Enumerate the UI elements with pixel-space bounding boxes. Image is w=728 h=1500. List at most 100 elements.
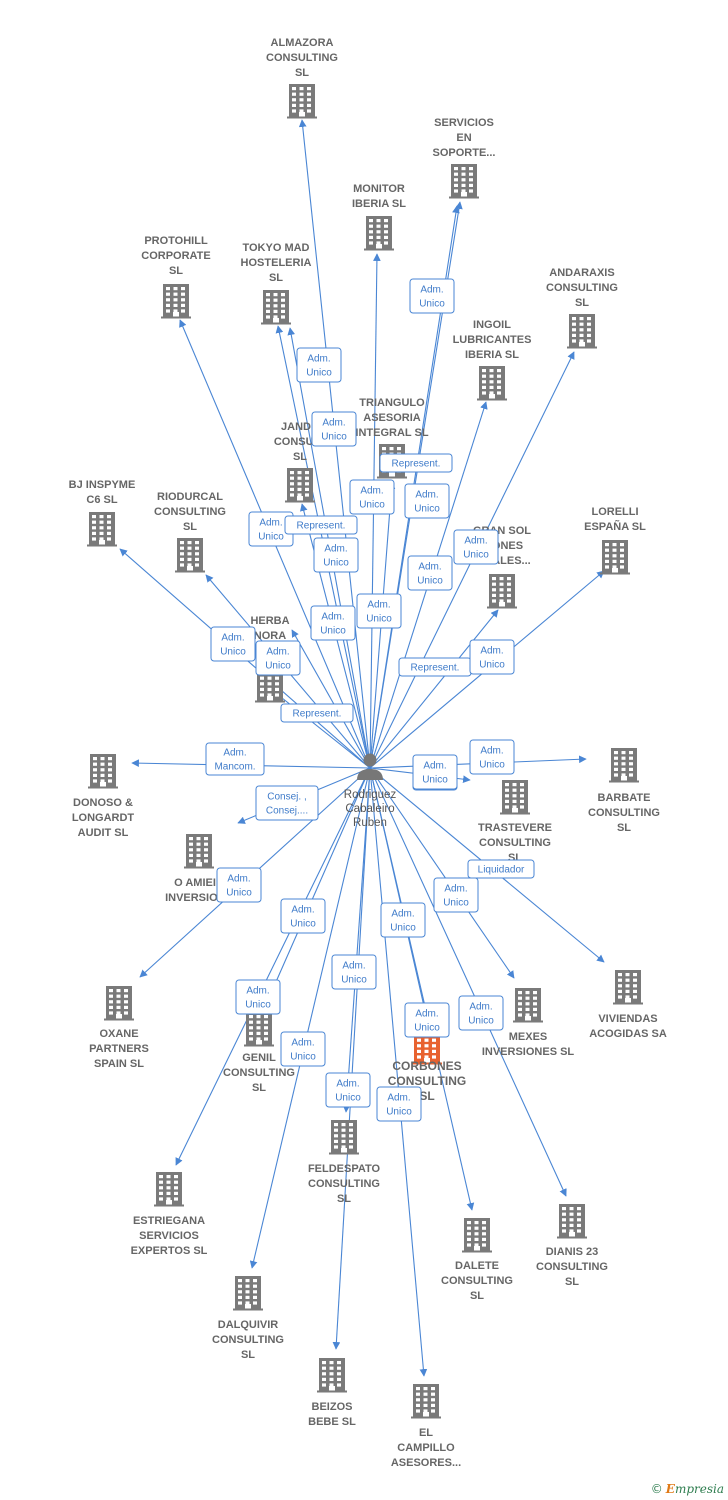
role-badge[interactable]: Adm.Unico xyxy=(331,954,377,990)
role-label: Consej.... xyxy=(266,806,308,817)
role-badge[interactable]: Adm.Mancom. xyxy=(205,742,265,776)
company-name-line: HOSTELERIA xyxy=(241,257,312,269)
company-node-elcampillo[interactable]: ELCAMPILLOASESORES... xyxy=(391,1384,461,1469)
role-badge[interactable]: Adm.Unico xyxy=(433,877,479,913)
role-badge[interactable]: Adm.Unico xyxy=(325,1072,371,1108)
role-badge[interactable]: Adm.Unico xyxy=(376,1086,422,1122)
role-badge[interactable]: Adm.Unico xyxy=(409,278,455,314)
role-badge[interactable]: Adm.Unico xyxy=(458,995,504,1031)
role-badge[interactable]: Adm.Unico xyxy=(311,411,357,447)
role-badge[interactable]: Adm. Unico xyxy=(404,483,450,519)
role-label: Unico xyxy=(265,661,291,672)
building-icon xyxy=(567,314,597,349)
role-badge[interactable]: Adm.Unico xyxy=(216,867,262,903)
role-label: Unico xyxy=(479,660,505,671)
role-label: Adm. xyxy=(415,1009,438,1020)
role-label: Adm. xyxy=(367,600,390,611)
role-label: Adm. xyxy=(420,285,443,296)
person-icon xyxy=(357,753,383,780)
company-node-servicios[interactable]: SERVICIOSENSOPORTE... xyxy=(433,117,496,199)
role-badge[interactable]: Adm.Unico xyxy=(453,529,499,565)
company-name-line: BEBE SL xyxy=(308,1416,356,1428)
company-name-line: IBERIA SL xyxy=(465,349,519,361)
copyright-footer[interactable]: ©Empresia xyxy=(651,1482,724,1496)
role-label: Unico xyxy=(323,558,349,569)
company-name-line: SL xyxy=(241,1349,255,1361)
company-name-line: PROTOHILL xyxy=(144,235,208,247)
role-badge[interactable]: Represent. xyxy=(284,515,358,535)
role-badge[interactable]: Consej. ,Consej.... xyxy=(255,785,319,821)
role-badge[interactable]: Adm.Unico xyxy=(235,979,281,1015)
role-badge[interactable]: Adm. Unico xyxy=(313,537,359,573)
copyright-icon: © xyxy=(650,1482,663,1496)
role-badge[interactable]: Liquidador xyxy=(467,859,535,879)
role-badge[interactable]: Adm.Unico xyxy=(412,754,458,790)
role-badge[interactable]: Adm.Unico xyxy=(210,626,256,662)
company-name-line: ESPAÑA SL xyxy=(584,520,646,533)
role-badge[interactable]: Adm.Unico xyxy=(380,902,426,938)
role-badge[interactable]: Adm.Unico xyxy=(356,593,402,629)
company-name-line: DALETE xyxy=(455,1260,499,1272)
role-badge[interactable]: Adm.Unico xyxy=(280,1031,326,1067)
role-badge[interactable]: Represent. xyxy=(280,703,354,723)
role-label: Unico xyxy=(414,1023,440,1034)
role-label: Adm. xyxy=(415,490,438,501)
role-badge[interactable]: Represent. xyxy=(379,453,453,473)
company-name-line: SL xyxy=(252,1082,266,1094)
company-name-line: CONSULTING xyxy=(308,1178,380,1190)
company-name-line: HERBA xyxy=(250,615,289,627)
role-badge[interactable]: Represent. xyxy=(398,657,472,677)
company-name-line: TRASTEVERE xyxy=(478,822,552,834)
role-badge[interactable]: Adm.Unico xyxy=(310,605,356,641)
edge-24 xyxy=(267,767,371,1001)
building-icon xyxy=(364,216,394,251)
role-label: Unico xyxy=(335,1093,361,1104)
role-label: Unico xyxy=(226,888,252,899)
role-label: Adm. xyxy=(291,905,314,916)
role-label: Unico xyxy=(414,504,440,515)
role-badge[interactable]: Adm.Unico xyxy=(349,479,395,515)
role-label: Unico xyxy=(320,626,346,637)
role-badge[interactable]: Adm.Unico xyxy=(469,739,515,775)
company-name-line: NORA xyxy=(254,630,286,642)
role-label: Unico xyxy=(443,898,469,909)
company-name-line: SL xyxy=(617,822,631,834)
role-label: Adm. xyxy=(324,544,347,555)
role-label: Adm. xyxy=(480,746,503,757)
company-name-line: EL xyxy=(419,1427,433,1439)
company-name-line: ANDARAXIS xyxy=(549,267,614,279)
role-badge[interactable]: Adm.Unico xyxy=(255,640,301,676)
role-badge[interactable]: Adm.Unico xyxy=(296,347,342,383)
role-badge[interactable]: Adm.Unico xyxy=(469,639,515,675)
role-badge[interactable]: Adm. Unico xyxy=(404,1002,450,1038)
building-icon xyxy=(487,574,517,609)
company-name-line: INTEGRAL SL xyxy=(355,427,428,439)
role-badge[interactable]: Adm.Unico xyxy=(407,555,453,591)
role-badge[interactable]: Adm.Unico xyxy=(280,898,326,934)
role-label: Adm. xyxy=(307,354,330,365)
